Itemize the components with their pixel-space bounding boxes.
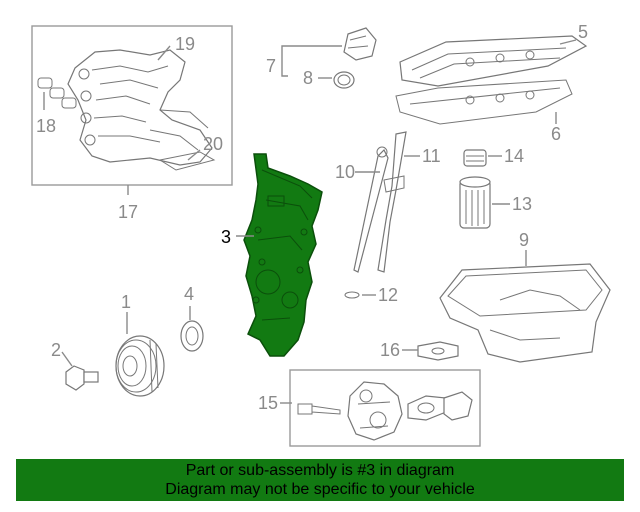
callout-9: 9 bbox=[519, 230, 529, 250]
manifold-gasket-20 bbox=[158, 151, 216, 171]
oil-pan-gasket bbox=[417, 341, 459, 361]
oil-filter-cap bbox=[463, 149, 487, 167]
oil-seal-group: 4 bbox=[180, 284, 204, 352]
callout-3: 3 bbox=[221, 227, 231, 247]
banner-line-1: Part or sub-assembly is #3 in diagram bbox=[185, 462, 455, 479]
head-cover-gasket bbox=[395, 79, 573, 125]
intake-gasket bbox=[37, 77, 53, 89]
callout-5: 5 bbox=[578, 22, 588, 42]
callout-8: 8 bbox=[303, 68, 313, 88]
oil-level-gauge bbox=[353, 148, 389, 273]
callout-12: 12 bbox=[378, 285, 398, 305]
pulley-bolt-group: 2 bbox=[51, 340, 99, 391]
oil-pan-group: 9 16 bbox=[380, 230, 611, 363]
callout-10: 10 bbox=[335, 162, 355, 182]
callout-1: 1 bbox=[121, 292, 131, 312]
dipstick-group: 10 11 12 bbox=[335, 131, 441, 305]
callout-11: 11 bbox=[422, 146, 441, 166]
callout-17: 17 bbox=[118, 202, 138, 222]
oil-pump-group: 15 bbox=[258, 369, 481, 447]
callout-6: 6 bbox=[551, 124, 561, 144]
callout-7: 7 bbox=[266, 56, 276, 76]
callout-13: 13 bbox=[512, 194, 532, 214]
pulley-bolt bbox=[65, 365, 85, 391]
guide-o-ring bbox=[344, 291, 360, 299]
cylinder-head-cover bbox=[399, 35, 588, 87]
callout-15: 15 bbox=[258, 393, 278, 413]
pump-cover bbox=[443, 391, 473, 421]
filler-cap-gasket bbox=[333, 71, 355, 89]
oil-filler-cap bbox=[343, 27, 377, 61]
crankshaft-oil-seal bbox=[180, 320, 204, 352]
info-banner: Part or sub-assembly is #3 in diagram Di… bbox=[16, 459, 624, 501]
banner-line-2: Diagram may not be specific to your vehi… bbox=[165, 481, 475, 498]
callout-18: 18 bbox=[36, 116, 56, 136]
callout-19: 19 bbox=[175, 34, 195, 54]
pump-bolt bbox=[297, 403, 341, 415]
callout-2: 2 bbox=[51, 340, 61, 360]
callout-14: 14 bbox=[504, 146, 524, 166]
callout-16: 16 bbox=[380, 340, 400, 360]
timing-chain-cover-body[interactable] bbox=[243, 153, 323, 357]
intake-manifold-group: 19 18 20 17 bbox=[31, 25, 233, 222]
timing-chain-cover[interactable]: 3 bbox=[221, 153, 323, 357]
callout-20: 20 bbox=[203, 134, 223, 154]
oil-pump bbox=[347, 381, 403, 441]
callout-4: 4 bbox=[184, 284, 194, 304]
oil-filter-group: 14 13 bbox=[459, 146, 532, 229]
oil-filler-cap-group: 7 8 bbox=[266, 27, 377, 89]
crankshaft-pulley-group: 1 bbox=[115, 292, 165, 397]
dipstick-guide bbox=[377, 131, 407, 273]
parts-diagram: 19 18 20 17 7 8 5 6 10 1 bbox=[31, 22, 611, 447]
cylinder-head-cover-group: 5 6 bbox=[395, 22, 588, 144]
